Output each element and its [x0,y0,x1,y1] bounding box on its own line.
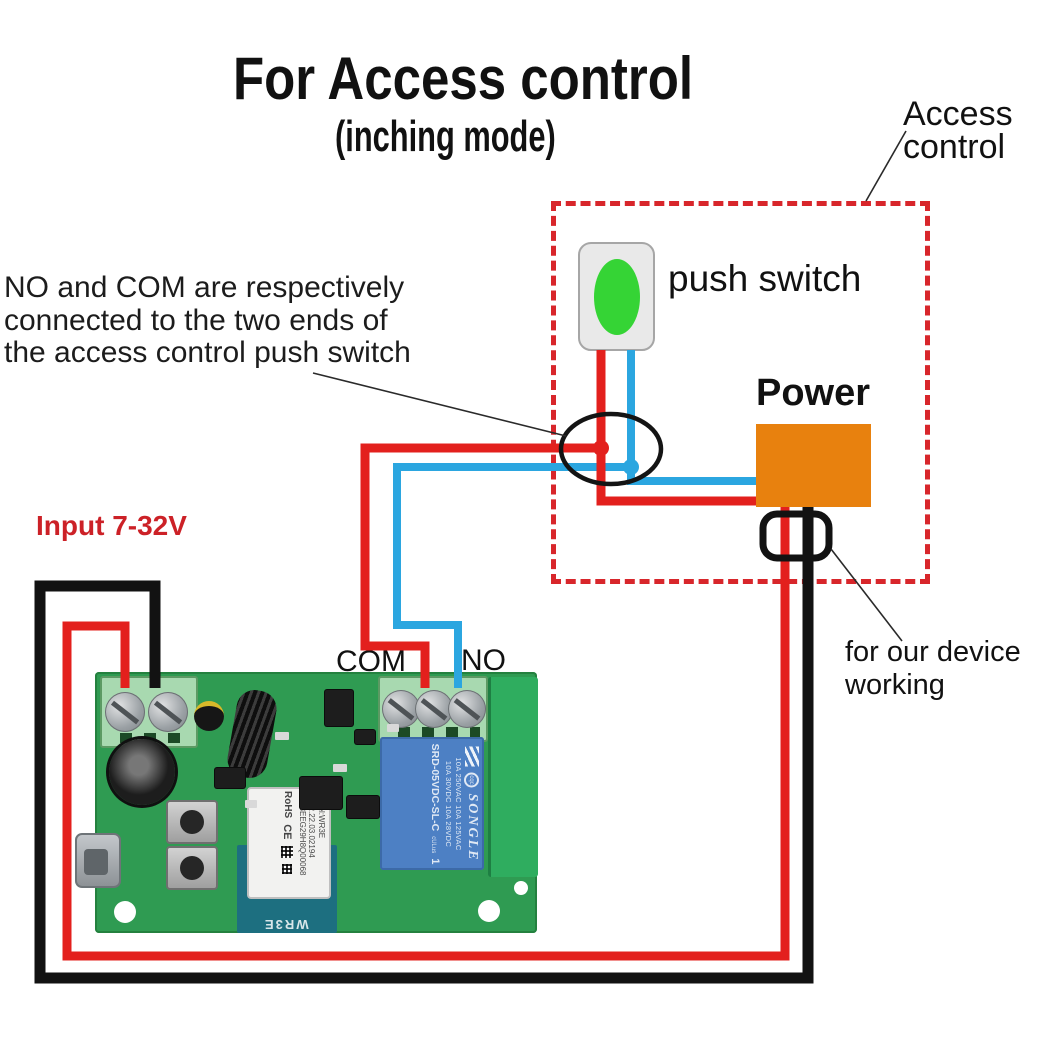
terminal-screw [148,692,188,732]
mounting-hole [478,900,500,922]
smd-resistor [275,732,289,740]
ce-mark-icon: CE [281,824,294,840]
rohs-mark: RoHS [282,791,293,819]
access-control-leader-line [865,130,907,202]
capacitor [194,701,224,731]
qr-code-icon [281,845,294,858]
push-switch [578,242,655,351]
smd-component [215,768,245,788]
relay: cqc SONGLE 10A 250VAC 10A 125VAC 10A 30V… [380,737,484,870]
smd-resistor [245,800,257,808]
relay-brand: SONGLE [465,792,480,861]
no-com-note-line1: NO and COM are respectively [4,271,405,304]
device-working-line2: working [845,669,945,701]
no-com-note-line3: the access control push switch [4,336,411,369]
no-terminal-label: NO [461,644,506,677]
ul-mark: cULus [430,835,436,853]
micro-usb-port [75,833,121,888]
com-terminal-label: COM [336,645,406,678]
qr-code-icon [282,863,293,874]
smd-resistor [333,764,347,772]
mounting-hole [114,901,136,923]
no-com-note: NO and COM are respectively connected to… [4,271,411,370]
no-com-note-line2: connected to the two ends of [4,303,388,337]
relay-model: SRD-05VDC-SL-C [429,743,441,831]
push-switch-button-green [594,259,640,335]
input-voltage-label: Input 7-32V [36,510,187,541]
device-working-note: for our device working [845,636,1021,702]
relay-rating-2: 10A 30VDC 10A 28VDC [444,760,453,847]
wifi-module-silkscreen: WR3E [263,917,309,932]
access-control-callout: Access control [903,95,1013,166]
smd-component [355,730,375,744]
antenna-coil [224,687,280,781]
access-control-line2: control [903,128,1006,166]
access-control-line1: Access [903,95,1013,133]
cqc-mark-icon: cqc [464,771,480,787]
relay-label: cqc SONGLE 10A 250VAC 10A 125VAC 10A 30V… [380,737,484,870]
power-supply-box [756,424,871,507]
terminal-screw [105,692,145,732]
page-subtitle: (inching mode) [335,112,556,161]
smd-component [300,777,342,809]
relay-rating-1: 10A 250VAC 10A 125VAC [454,756,463,851]
page-title: For Access control [233,45,694,112]
note-leader-line [312,372,567,437]
smd-component [347,796,379,818]
relay-pin-mark: 1 [429,857,441,864]
terminal-slots [386,727,480,737]
tactile-button [166,800,218,844]
tactile-button [166,846,218,890]
terminal-screw [448,690,486,728]
device-working-line1: for our device [845,636,1021,668]
power-label: Power [756,372,871,414]
electrolytic-capacitor [109,739,175,805]
smd-component [325,690,353,726]
push-switch-label: push switch [668,258,862,299]
songle-logo-icon [465,745,479,766]
pcb-edge-strip [488,677,538,877]
relay-module-pcb: cqc SONGLE 10A 250VAC 10A 125VAC 10A 30V… [75,672,538,933]
mounting-hole [514,881,528,895]
smd-resistor [387,724,399,732]
